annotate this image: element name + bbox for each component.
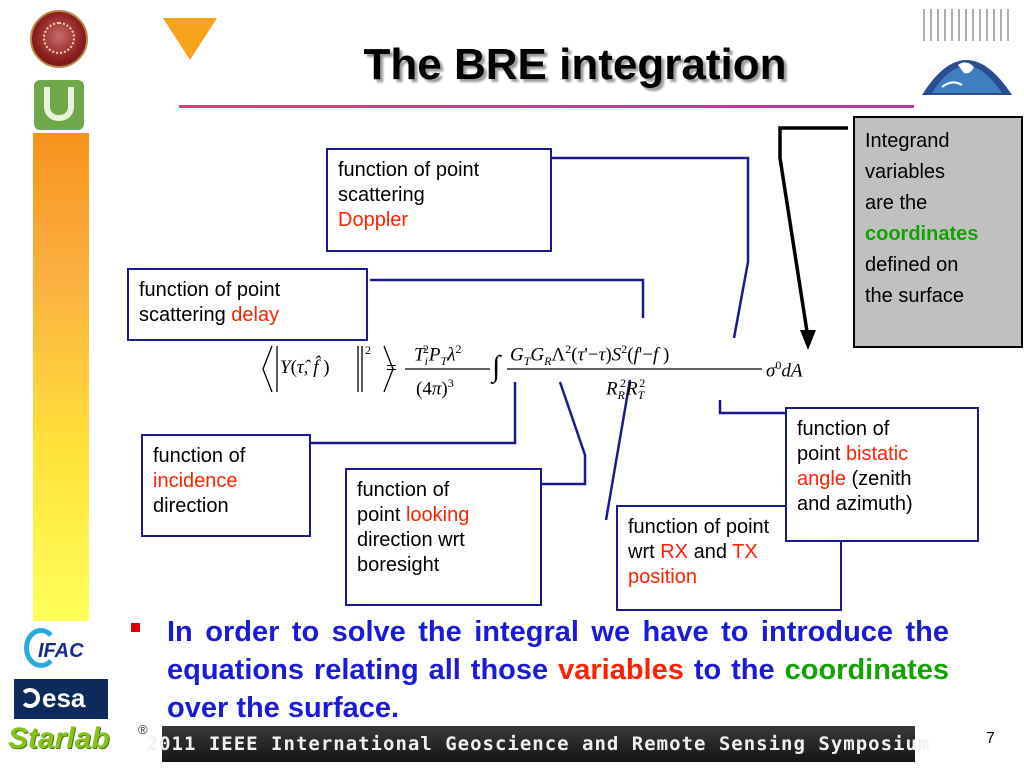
bullet-coordinates: coordinates <box>784 654 949 686</box>
incidence-line3: direction <box>153 495 229 517</box>
delay-line2: scattering <box>139 304 226 326</box>
registered-mark: ® <box>138 722 148 737</box>
down-triangle-icon <box>163 18 217 60</box>
ifac-ring-icon <box>24 628 58 668</box>
doppler-line2: scattering <box>338 184 425 206</box>
eq-ambiguity: Y(τ̂, f̂ ) <box>280 357 330 378</box>
eq-numerator-right: GTGRΛ2(τ'−τ)S2(f'−f ) <box>510 342 670 369</box>
tx-highlight: TX <box>732 541 758 563</box>
bullet-end: over the surface. <box>167 692 400 724</box>
integrand-l1: Integrand <box>865 130 950 152</box>
doppler-line1: function of point <box>338 159 480 181</box>
bullet-paragraph: In order to solve the integral we have t… <box>167 613 949 727</box>
title-underline <box>179 105 914 108</box>
seal-ring-icon <box>43 22 75 54</box>
incidence-line1: function of <box>153 445 246 467</box>
bistatic-highlight: bistatic <box>845 443 909 465</box>
u-letter-icon <box>44 87 74 121</box>
looking-highlight: looking <box>405 504 470 526</box>
slide-title: The BRE integration <box>363 40 787 89</box>
page-number: 7 <box>986 730 995 747</box>
looking-function-box: function of point looking direction wrt … <box>345 468 542 606</box>
angle-highlight: angle <box>797 468 846 490</box>
incidence-highlight: incidence <box>153 470 238 492</box>
bistatic-line2-prefix: point <box>797 443 841 465</box>
conference-banner: 2011 IEEE International Geoscience and R… <box>147 726 929 762</box>
delay-line1: function of point <box>139 279 281 301</box>
looking-line4: boresight <box>357 554 440 576</box>
esa-eye-icon <box>20 688 40 708</box>
bullet-square-icon <box>131 623 140 632</box>
bistatic-line1: function of <box>797 418 890 440</box>
bullet-part1: In order to solve the integral we have t… <box>167 616 949 686</box>
rx-highlight: RX <box>660 541 689 563</box>
doppler-function-box: function of point scattering Doppler <box>326 148 552 252</box>
bullet-to-the: to the <box>693 654 775 686</box>
rxtx-line2-prefix: wrt <box>628 541 655 563</box>
delay-function-box: function of point scattering delay <box>127 268 368 341</box>
left-gradient-bar <box>33 133 89 621</box>
looking-line3: direction wrt <box>357 529 465 551</box>
looking-line2-prefix: point <box>357 504 401 526</box>
integrand-variables-box: Integrand variables are the coordinates … <box>853 116 1023 348</box>
integrand-l6: the surface <box>865 285 964 307</box>
eq-power: 2 <box>365 343 371 357</box>
ifac-logo: IFAC <box>38 640 84 662</box>
igarss-globe-logo <box>922 9 1012 95</box>
u-logo <box>34 80 84 130</box>
bistatic-suffix: (zenith <box>851 468 912 490</box>
esa-logo-text: esa <box>42 683 86 713</box>
integrand-l5: defined on <box>865 254 959 276</box>
looking-line1: function of <box>357 479 450 501</box>
eq-sigma-da: σ0dA <box>766 358 803 382</box>
integrand-highlight: coordinates <box>865 223 979 245</box>
rxtx-and: and <box>693 541 727 563</box>
bistatic-function-box: function of point bistatic angle (zenith… <box>785 407 979 542</box>
bistatic-line4: and azimuth) <box>797 493 913 515</box>
rxtx-line3: position <box>628 566 697 588</box>
rxtx-line1: function of point <box>628 516 770 538</box>
bullet-variables: variables <box>558 654 684 686</box>
incidence-function-box: function of incidence direction <box>141 434 311 537</box>
eq-equals: = <box>386 358 397 379</box>
eq-numerator-left: Ti2PTλ2 <box>414 342 462 369</box>
delay-highlight: delay <box>231 304 280 326</box>
eq-denominator-right: RR2RT2 <box>606 376 646 403</box>
integrand-l3: are the <box>865 192 928 214</box>
eq-denominator-left: (4π)3 <box>416 376 454 400</box>
university-seal-logo <box>30 10 88 68</box>
doppler-highlight: Doppler <box>338 209 409 231</box>
eq-integral: ∫ <box>492 350 501 383</box>
integrand-l2: variables <box>865 161 946 183</box>
starlab-logo: Starlab <box>8 722 110 755</box>
